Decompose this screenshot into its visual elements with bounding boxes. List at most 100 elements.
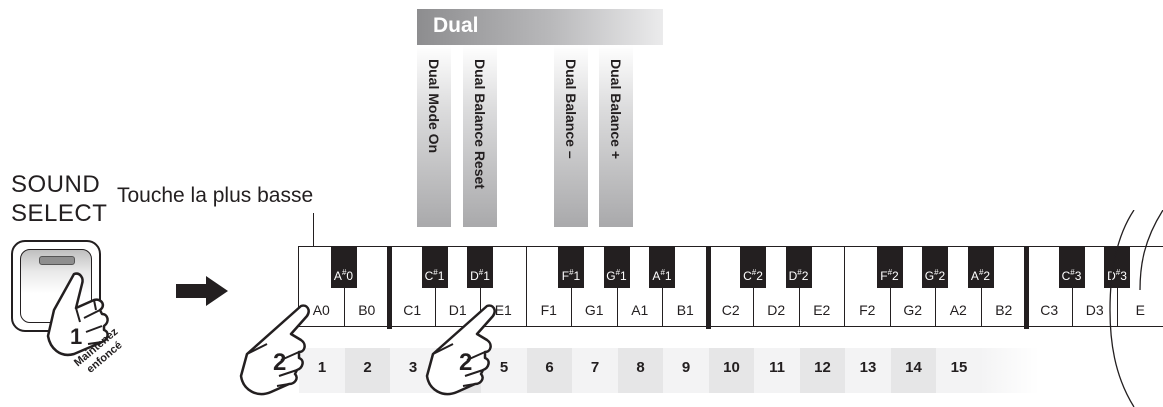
black-key-label: F#1 xyxy=(561,268,581,283)
white-key-label: G1 xyxy=(584,302,604,318)
black-key[interactable]: A#2 xyxy=(967,246,994,288)
key-number: 14 xyxy=(905,359,922,376)
key-number: 9 xyxy=(681,359,691,376)
white-key-label: C3 xyxy=(1040,302,1059,318)
black-key-label: A#2 xyxy=(970,268,991,283)
white-key-label: D3 xyxy=(1085,302,1104,318)
function-column-dual-balance-reset: Dual Balance Reset xyxy=(463,45,497,227)
white-key-label: D2 xyxy=(767,302,786,318)
sound-select-line2: SELECT xyxy=(11,200,108,227)
black-key-label: C#2 xyxy=(743,268,763,283)
key-number: 11 xyxy=(769,359,785,376)
keyboard: A0 B0 C1 D1 E1 F1 G1 A1 B1 C2 D2 E2 F2 G2 A2 B2 C3 D3 E A#0… xyxy=(298,246,1163,329)
key-number: 5 xyxy=(499,359,509,376)
octave-separator xyxy=(387,246,392,329)
key-number-cell: 14 xyxy=(890,348,937,393)
black-key-label: C#3 xyxy=(1061,268,1082,283)
octave-separator xyxy=(1024,246,1029,329)
key-number: 13 xyxy=(859,359,877,376)
white-key-label: F2 xyxy=(859,302,876,318)
key-number: 10 xyxy=(723,359,740,376)
function-column-dual-balance-minus: Dual Balance – xyxy=(554,45,588,227)
function-column-dual-balance-plus: Dual Balance + xyxy=(599,45,633,227)
key-number-cell: 1 xyxy=(299,348,345,393)
key-number: 2 xyxy=(363,359,372,376)
white-key-label: B2 xyxy=(995,302,1013,318)
keyboard-continuation-bracket xyxy=(1109,210,1163,407)
black-key-label: D#1 xyxy=(470,268,490,283)
white-key-label: G2 xyxy=(903,302,923,318)
callout-line xyxy=(313,213,314,271)
dual-header-label: Dual xyxy=(433,14,479,37)
white-key-label: C1 xyxy=(403,302,422,318)
key-number: 6 xyxy=(545,359,554,376)
black-key[interactable]: C#3 xyxy=(1058,246,1085,288)
function-label: Dual Balance + xyxy=(608,59,624,159)
key-number-cell: 2 xyxy=(344,348,391,393)
white-key-label: E xyxy=(1135,302,1145,318)
black-key[interactable]: G#2 xyxy=(922,246,948,288)
key-number-cell: 9 xyxy=(663,348,709,393)
white-key-label: B0 xyxy=(358,302,376,318)
key-number-cell: 13 xyxy=(845,348,891,393)
black-key-label: C#1 xyxy=(424,268,445,283)
key-number: 3 xyxy=(408,359,418,376)
black-key-label: A#0 xyxy=(333,268,354,283)
key-number: 12 xyxy=(814,359,831,376)
white-key-label: E2 xyxy=(813,302,831,318)
black-key-label: G#1 xyxy=(606,268,627,283)
white-key-label: E1 xyxy=(494,302,512,318)
black-key-label: F#2 xyxy=(880,268,899,283)
key-number-cell: 10 xyxy=(708,348,755,393)
octave-separator xyxy=(705,246,711,329)
key-number-cell: 6 xyxy=(526,348,573,393)
white-key-label: A0 xyxy=(312,302,330,318)
function-label: Dual Balance Reset xyxy=(472,59,488,189)
key-number: 7 xyxy=(590,359,600,376)
pressing-hand-icon: 1 xyxy=(46,272,109,357)
number-strip-fade xyxy=(979,348,1039,393)
black-key[interactable]: C#2 xyxy=(740,246,766,288)
black-key-label: D#2 xyxy=(788,268,809,283)
white-key-label: D1 xyxy=(448,302,467,318)
white-key-label: A1 xyxy=(631,302,649,318)
black-key[interactable]: F#1 xyxy=(558,246,584,288)
key-number-strip: 123456789101112131415 xyxy=(299,348,982,393)
black-key-label: G#2 xyxy=(924,268,946,283)
key-number-cell: 12 xyxy=(799,348,846,393)
white-key-label: A2 xyxy=(949,302,967,318)
dual-header: Dual xyxy=(417,9,663,45)
white-key-label: F1 xyxy=(540,302,557,318)
function-label: Dual Balance – xyxy=(563,59,579,159)
key-number-cell: 15 xyxy=(936,348,982,393)
black-key[interactable]: C#1 xyxy=(421,246,448,288)
key-number-cell: 7 xyxy=(572,348,618,393)
key-number: 15 xyxy=(950,359,968,376)
black-key-label: A#1 xyxy=(652,268,672,283)
step-2-number: 2 xyxy=(273,349,286,376)
black-key[interactable]: D#2 xyxy=(785,246,812,288)
step-1-number: 1 xyxy=(70,324,82,349)
lowest-key-label: Touche la plus basse xyxy=(117,184,314,207)
pressing-hand-icon: 2 xyxy=(239,304,310,396)
sound-select-line1: SOUND xyxy=(11,171,101,198)
function-label: Dual Mode On xyxy=(426,59,442,154)
arrow-right-icon xyxy=(176,276,228,306)
step-2-number: 2 xyxy=(459,349,472,376)
black-key[interactable]: F#2 xyxy=(876,246,903,288)
key-number-cell: 11 xyxy=(754,348,800,393)
sound-select-label: SOUND SELECT xyxy=(11,170,107,228)
pressing-hand-icon: 2 xyxy=(425,304,496,396)
black-key[interactable]: D#1 xyxy=(467,246,493,288)
key-number-cell: 8 xyxy=(617,348,664,393)
white-key-label: C2 xyxy=(721,302,740,318)
white-key-label: B1 xyxy=(676,302,694,318)
led-indicator xyxy=(39,256,75,265)
black-key[interactable]: A#1 xyxy=(649,246,675,288)
black-key[interactable]: G#1 xyxy=(603,246,630,288)
function-column-dual-mode-on: Dual Mode On xyxy=(417,45,451,227)
key-number-cell: 5 xyxy=(481,348,527,393)
black-key[interactable]: A#0 xyxy=(330,246,357,288)
key-number: 1 xyxy=(317,359,327,376)
key-number: 8 xyxy=(636,359,645,376)
